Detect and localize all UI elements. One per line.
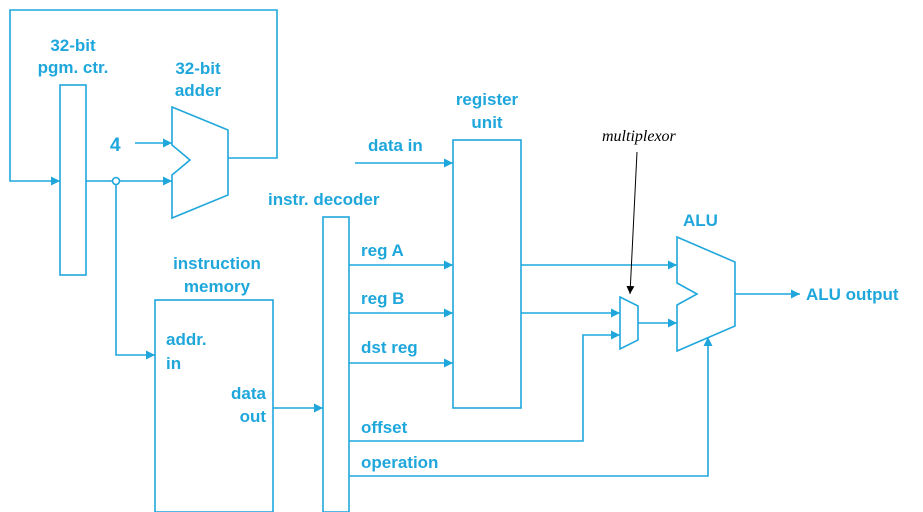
pc-to-imem-wire [115, 185, 155, 360]
alu-output-label: ALU output [806, 285, 899, 304]
operation-wire [349, 337, 713, 477]
adder-label-line1: 32-bit [175, 59, 221, 78]
dataout-label-line1: data [231, 384, 267, 403]
reg-b-label: reg B [361, 289, 404, 308]
operation-label: operation [361, 453, 438, 472]
register-label-line1: register [456, 90, 519, 109]
offset-wire [349, 330, 620, 442]
multiplexor-pointer [626, 151, 638, 295]
pc-feedback-wire [9, 9, 278, 186]
pc-label-line1: 32-bit [50, 36, 96, 55]
adder-block [171, 105, 229, 220]
adder-label-line2: adder [175, 81, 222, 100]
addr-label-line1: addr. [166, 330, 207, 349]
alu-label: ALU [683, 211, 718, 230]
offset-label: offset [361, 418, 408, 437]
pc-label-line2: pgm. ctr. [38, 58, 109, 77]
data-in-label: data in [368, 136, 423, 155]
register-unit-block [452, 139, 522, 409]
instruction-decoder-block [322, 216, 350, 512]
multiplexor-block [619, 295, 639, 351]
junction-dot [111, 176, 121, 186]
register-label-line2: unit [471, 113, 502, 132]
instruction-memory-block [154, 299, 274, 512]
reg-a-label: reg A [361, 241, 404, 260]
imem-label-line2: memory [184, 277, 251, 296]
dataout-label-line2: out [240, 407, 267, 426]
dst-reg-label: dst reg [361, 338, 418, 357]
decoder-label: instr. decoder [268, 190, 380, 209]
program-counter-block [59, 84, 87, 276]
addr-label-line2: in [166, 354, 181, 373]
constant-four-label: 4 [110, 135, 121, 156]
multiplexor-label: multiplexor [602, 128, 677, 145]
alu-block [676, 235, 736, 353]
imem-label-line1: instruction [173, 254, 261, 273]
